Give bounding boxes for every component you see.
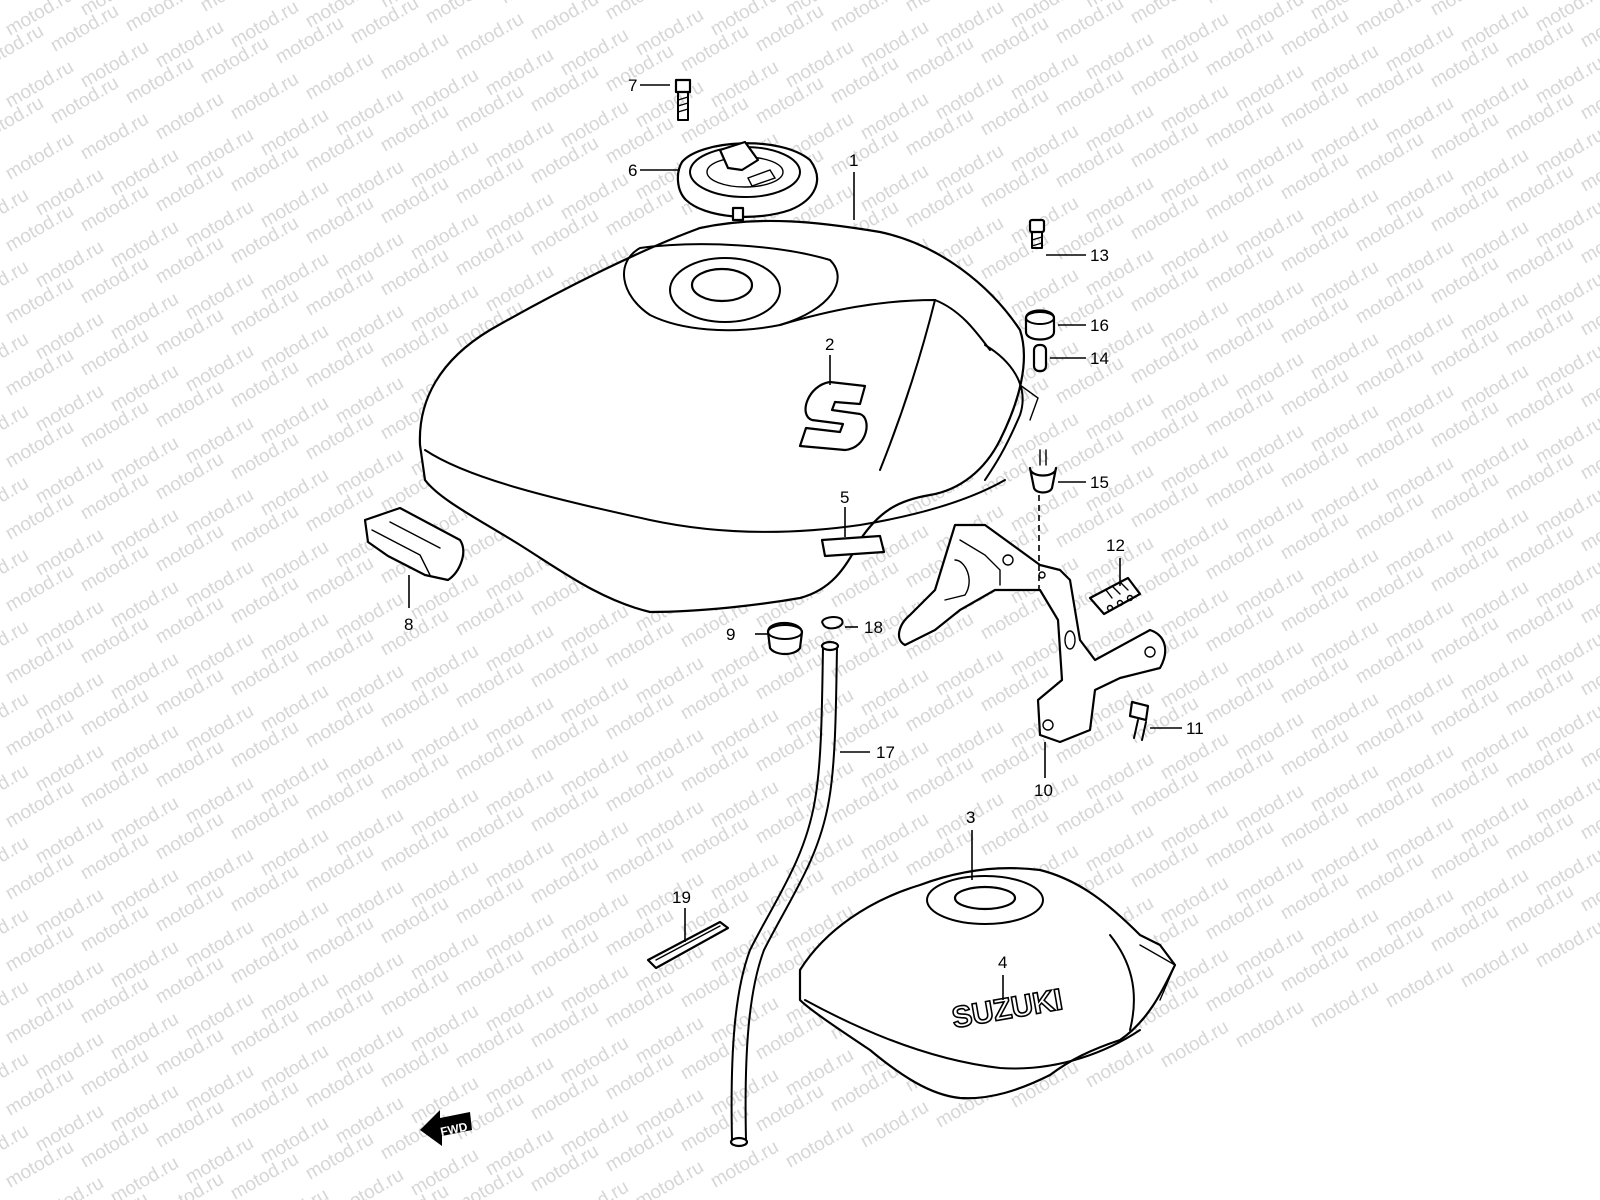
rubber-clip-icon	[363, 506, 465, 582]
callout-3: 3	[966, 808, 975, 827]
callout-9: 9	[726, 625, 735, 644]
callout-5: 5	[840, 488, 849, 507]
forward-arrow-icon: FWD	[420, 1110, 472, 1146]
watermark-text: motod.ru	[557, 1177, 632, 1200]
callout-6: 6	[628, 161, 637, 180]
watermark-text: motod.ru	[422, 0, 497, 28]
callout-15: 15	[1090, 473, 1109, 492]
tank-bracket-icon	[897, 523, 1167, 744]
watermark-text: motod.ru	[152, 89, 227, 145]
callout-11: 11	[1186, 719, 1204, 738]
callout-10: 10	[1034, 781, 1053, 800]
watermark-text: motod.ru	[857, 1097, 932, 1153]
watermark-text: motod.ru	[1532, 917, 1600, 973]
watermark-text: motod.ru	[632, 1157, 707, 1200]
watermark-text: motod.ru	[1352, 0, 1427, 40]
watermark-text: motod.ru	[827, 0, 902, 36]
fuel-tank-main	[418, 219, 1039, 614]
callout-8: 8	[404, 615, 413, 634]
watermark-text: motod.ru	[1157, 1017, 1232, 1073]
watermark-text: motod.ru	[0, 1157, 2, 1200]
fuel-cap-icon	[676, 140, 819, 222]
watermark-text: motod.ru	[1307, 977, 1382, 1033]
callout-4: 4	[998, 953, 1007, 972]
spacer-sleeve-icon	[1032, 343, 1048, 373]
watermark-text: motod.ru	[32, 1173, 107, 1200]
watermark-text: motod.ru	[2, 129, 77, 185]
callout-19: 19	[672, 888, 691, 907]
rubber-cap-icon	[766, 621, 804, 656]
watermark-text: motod.ru	[77, 109, 152, 165]
mount-bolt-icon	[1028, 218, 1046, 249]
watermark-text: motod.ru	[257, 1185, 332, 1200]
breather-hose-icon	[729, 640, 840, 1148]
callout-12: 12	[1106, 536, 1125, 555]
callout-7: 7	[628, 76, 637, 95]
watermark-text: motod.ru	[1457, 937, 1532, 993]
cushion-collar-icon	[1024, 309, 1056, 341]
watermark-text: motod.ru	[452, 9, 527, 65]
watermark-text: motod.ru	[347, 0, 422, 48]
watermark-text: motod.ru	[122, 0, 197, 36]
watermark-text: motod.ru	[527, 0, 602, 44]
hose-clamp-icon	[821, 616, 844, 630]
watermark-text: motod.ru	[602, 0, 677, 24]
callout-17: 17	[876, 743, 895, 762]
watermark-text: motod.ru	[227, 69, 302, 125]
watermark-text: motod.ru	[302, 49, 377, 105]
cap-bolt-icon	[674, 78, 692, 121]
watermark-text: motod.ru	[1052, 0, 1127, 48]
watermark-text: motod.ru	[332, 1165, 407, 1200]
callout-18: 18	[864, 618, 883, 637]
rubber-mount-icon	[1028, 449, 1058, 494]
callout-13: 13	[1090, 246, 1109, 265]
fuel-tank-set-icon: SUZUKI	[798, 867, 1177, 1100]
callout-1: 1	[849, 151, 858, 170]
watermark-text: motod.ru	[1232, 997, 1307, 1053]
watermark-text: motod.ru	[107, 1153, 182, 1200]
callout-16: 16	[1090, 316, 1109, 335]
leader-lines	[408, 84, 1182, 1000]
callout-2: 2	[825, 335, 834, 354]
forward-label: FWD	[439, 1119, 469, 1138]
watermark-text: motod.ru	[1427, 0, 1502, 20]
watermark-text: motod.ru	[1127, 0, 1202, 28]
callout-14: 14	[1090, 349, 1109, 368]
cushion-block-icon	[1088, 576, 1142, 616]
watermark-text: motod.ru	[1382, 957, 1457, 1013]
watermark-text: motod.ru	[377, 29, 452, 85]
callout-labels: 7 6 1 2 5 8 9 18 17 13 16 14 15 12 11 10…	[404, 76, 1204, 972]
watermark-text: motod.ru	[782, 1117, 857, 1173]
tank-pad-icon	[646, 920, 730, 970]
bracket-bolt-icon	[1128, 700, 1150, 741]
